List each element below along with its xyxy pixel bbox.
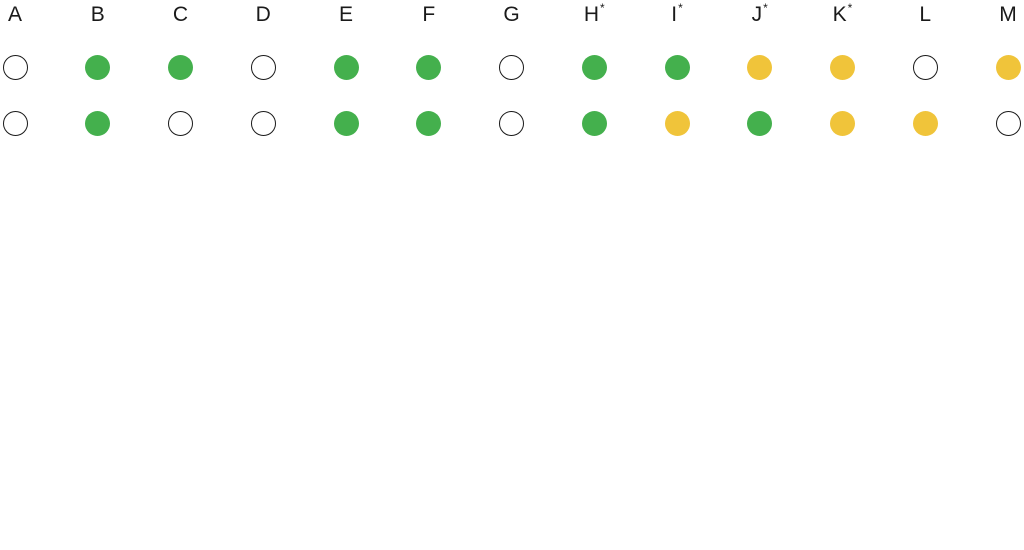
status-dot-green (664, 54, 690, 80)
status-dot-green (85, 54, 111, 80)
column-header: B (78, 2, 118, 28)
column-header: C (161, 2, 201, 28)
column-header: K* (823, 1, 863, 30)
status-dot-empty (995, 110, 1021, 136)
column-header: I* (657, 1, 697, 30)
column-label: I (671, 3, 678, 26)
status-dot-yellow (664, 110, 690, 136)
column-label: E (338, 3, 353, 26)
status-dot-yellow (747, 54, 773, 80)
footnote-star: * (678, 1, 683, 15)
column-label: D (255, 3, 271, 26)
status-dot-yellow (995, 54, 1021, 80)
status-dot-empty (912, 54, 938, 80)
status-dot-empty (499, 54, 524, 80)
status-dot-empty (2, 54, 28, 80)
column-label: H (583, 3, 599, 26)
column-header: M (988, 2, 1024, 28)
column-header: E (326, 2, 366, 28)
column-header: F (409, 2, 449, 28)
column-label: G (503, 3, 520, 26)
column-label: L (919, 3, 932, 26)
status-dot-green (168, 54, 193, 80)
status-dot-green (416, 54, 442, 80)
status-dot-empty (250, 54, 276, 80)
column-label: J (751, 3, 763, 26)
status-dot-yellow (830, 110, 855, 136)
column-label: C (172, 3, 189, 26)
column-header: J* (740, 1, 780, 30)
column-header: L (905, 2, 945, 28)
footnote-star: * (847, 1, 853, 15)
column-label: F (422, 3, 436, 26)
status-dot-green (85, 110, 111, 136)
column-header: G (492, 2, 532, 28)
column-label: M (999, 3, 1017, 26)
column-header: D (243, 2, 283, 28)
status-dot-green (747, 110, 773, 136)
column-label: B (90, 3, 105, 26)
status-dot-empty (250, 110, 276, 136)
status-dot-empty (499, 110, 524, 136)
column-label: A (7, 3, 22, 26)
status-dot-green (581, 110, 607, 136)
column-label: K (832, 3, 847, 26)
status-dot-green (416, 110, 442, 136)
status-dot-green (333, 54, 359, 80)
status-dot-empty (2, 110, 28, 136)
footnote-star: * (763, 1, 768, 15)
column-header: A (0, 2, 35, 28)
status-dot-green (581, 54, 607, 80)
status-dot-yellow (912, 110, 938, 136)
status-dot-empty (168, 110, 193, 136)
status-dot-green (333, 110, 359, 136)
status-dot-yellow (830, 54, 855, 80)
column-header: H* (574, 1, 614, 30)
footnote-star: * (600, 1, 605, 15)
